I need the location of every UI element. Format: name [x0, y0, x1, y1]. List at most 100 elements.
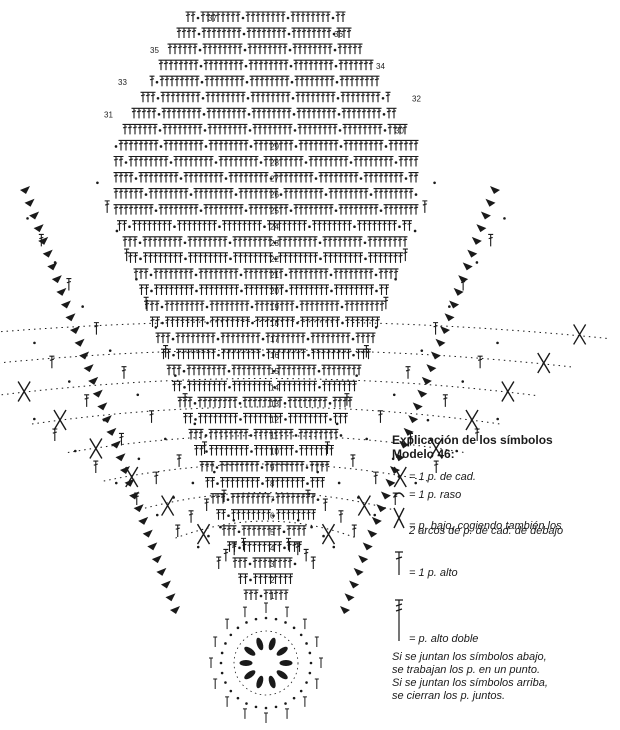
tall-stitch [198, 188, 204, 199]
chain-dot [229, 257, 232, 261]
tall-stitch [263, 573, 268, 584]
edge-stitch [353, 567, 364, 576]
tall-stitch [312, 43, 318, 55]
tall-stitch [345, 316, 350, 328]
tall-stitch [258, 268, 264, 279]
tall-stitch [351, 524, 357, 538]
tall-stitch [327, 43, 333, 55]
tall-stitch [403, 139, 409, 151]
tall-stitch [161, 107, 167, 119]
tall-stitch [217, 123, 223, 135]
edge-stitch [92, 389, 103, 398]
tall-stitch [247, 380, 252, 392]
tall-stitch [372, 123, 378, 135]
tall-stitch [127, 236, 133, 247]
tall-stitch [285, 332, 291, 344]
tall-stitch [382, 236, 388, 247]
tall-stitch [230, 332, 236, 344]
tall-stitch [243, 412, 248, 424]
tall-stitch [309, 444, 314, 456]
tall-stitch [220, 477, 225, 488]
chain-dot [426, 418, 430, 422]
tall-stitch [158, 155, 164, 167]
tall-stitch [278, 268, 284, 279]
tall-stitch [393, 204, 399, 215]
chain-dot [248, 562, 252, 566]
tall-stitch [271, 348, 276, 360]
tall-stitch [311, 27, 317, 39]
tall-stitch [221, 364, 227, 376]
tall-stitch [229, 284, 234, 295]
tall-stitch [328, 155, 334, 167]
tall-stitch [245, 316, 250, 328]
tall-stitch [358, 252, 363, 263]
tall-stitch [315, 11, 321, 22]
tall-stitch [259, 444, 264, 456]
tall-stitch [268, 155, 274, 167]
tall-stitch [233, 172, 239, 183]
tall-stitch [143, 252, 148, 263]
tall-stitch [338, 155, 344, 167]
tall-stitch [123, 204, 129, 215]
tall-stitch [285, 493, 291, 504]
chain-dot [337, 113, 341, 116]
tall-stitch [158, 252, 163, 263]
edge-stitch [170, 606, 180, 614]
tall-stitch [319, 461, 325, 472]
row-number: 25 [270, 207, 279, 216]
row-number: 28 [270, 159, 279, 168]
tall-stitch [243, 172, 249, 183]
tall-stitch [172, 123, 178, 135]
tall-stitch [255, 493, 261, 504]
motif-stitch [285, 606, 290, 618]
tall-stitch [186, 364, 192, 376]
tall-stitch [308, 412, 313, 424]
tall-stitch [208, 188, 214, 199]
tall-stitch [246, 27, 252, 39]
tall-stitch [265, 493, 271, 504]
tall-stitch [288, 139, 294, 151]
tall-stitch [281, 27, 287, 39]
tall-stitch [267, 43, 273, 55]
tall-stitch [368, 59, 374, 71]
tall-stitch [133, 268, 139, 279]
tall-stitch [242, 396, 248, 408]
tall-stitch [268, 59, 274, 71]
tall-stitch [113, 172, 119, 183]
tall-stitch [332, 396, 338, 408]
tall-stitch [356, 348, 361, 360]
chain-dot [182, 369, 186, 373]
tall-stitch [207, 220, 212, 231]
tall-stitch [320, 477, 325, 488]
tall-stitch [247, 220, 252, 231]
tall-stitch [343, 204, 349, 215]
dot-icon: • [397, 471, 401, 483]
edge-stitch [349, 580, 360, 589]
tall-stitch [205, 11, 211, 22]
tall-stitch [288, 268, 294, 279]
tall-stitch [304, 300, 310, 311]
tall-stitch [363, 188, 369, 199]
tall-stitch [311, 364, 317, 376]
tall-stitch [189, 300, 195, 311]
tall-stitch [263, 204, 269, 215]
chain-dot [154, 326, 158, 329]
tall-stitch [477, 355, 483, 369]
tall-stitch [220, 332, 226, 344]
tall-stitch [141, 107, 147, 119]
tall-stitch [386, 107, 392, 119]
edge-stitch [51, 275, 62, 284]
tall-stitch [220, 493, 226, 504]
motif-petal [276, 646, 288, 656]
tall-stitch [237, 220, 242, 231]
tall-stitch [287, 236, 293, 247]
tall-stitch [367, 123, 373, 135]
tall-stitch [278, 412, 283, 424]
tall-stitch [382, 220, 387, 231]
tall-stitch [318, 268, 324, 279]
edge-stitch [65, 313, 76, 322]
chain-dot [204, 434, 208, 437]
tall-stitch [341, 364, 347, 376]
tall-stitch [238, 428, 244, 440]
tall-stitch [273, 188, 279, 199]
